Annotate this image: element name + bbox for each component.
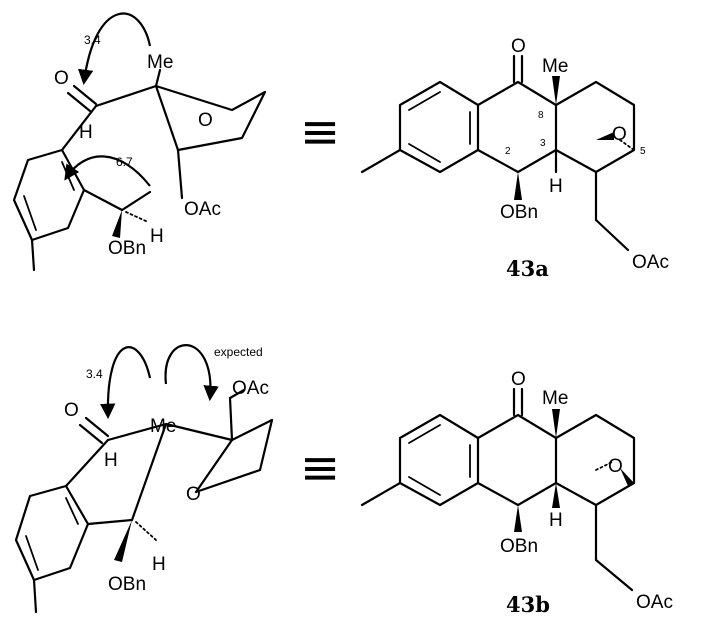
ketone-bond (72, 84, 98, 106)
aromatic-ring (14, 484, 90, 582)
ketone-oxygen: O (54, 68, 69, 89)
equivalence-symbol-top: ≡ (300, 104, 340, 160)
obn-label: OBn (108, 574, 146, 595)
obn-label: OBn (108, 238, 146, 259)
noe-arrow-expected (164, 344, 219, 402)
position-2: 2 (505, 146, 511, 157)
compound-label-43b: 43b (506, 592, 550, 617)
h-label: H (549, 510, 563, 531)
coupling-3-4-label: 3.4 (84, 33, 101, 47)
methyl-label: Me (542, 388, 568, 409)
bottom-left-conformer: 3.4 expected O H Me OAc O OBn H (14, 344, 274, 614)
top-left-conformer: 3.4 6.7 O H Me O OAc OBn H (12, 12, 267, 272)
epoxide-oxygen: O (186, 484, 201, 505)
oac-label: OAc (232, 378, 269, 399)
equivalence-symbol-bottom: ≡ (300, 440, 340, 496)
aryl-methyl (32, 578, 38, 614)
aryl-methyl (360, 148, 402, 174)
benzylic-h: H (152, 554, 166, 575)
oac-label: OAc (632, 252, 669, 273)
epoxide-oxygen: O (198, 110, 213, 131)
epoxide-oxygen: O (612, 124, 627, 145)
epoxide-oxygen: O (608, 456, 623, 477)
expected-label: expected (214, 345, 263, 359)
ketone-oxygen: O (511, 369, 526, 390)
position-8: 8 (538, 110, 544, 121)
h-label: H (549, 176, 563, 197)
methyl-label: Me (150, 416, 176, 437)
compound-label-43a: 43a (506, 256, 549, 281)
obn-label: OBn (500, 536, 538, 557)
oac-label: OAc (636, 592, 673, 613)
coupling-3-4-label: 3.4 (86, 367, 103, 381)
position-3: 3 (540, 138, 546, 149)
benzylic-h: H (150, 226, 164, 247)
obn-label: OBn (500, 202, 538, 223)
methyl-label: Me (147, 52, 173, 73)
oac-label: OAc (184, 199, 221, 220)
coupling-6-7-label: 6.7 (116, 155, 133, 169)
noe-arrow-3-4 (77, 12, 152, 86)
position-5: 5 (640, 146, 646, 157)
aryl-methyl (360, 481, 402, 507)
aromatic-ring (12, 148, 86, 242)
ketone-h: H (79, 122, 93, 143)
aryl-methyl (30, 238, 36, 272)
methyl-label: Me (542, 56, 568, 77)
compound-43b-structure: O Me O H OBn OAc 43b (360, 369, 673, 617)
noe-arrow-3-4 (100, 346, 152, 420)
compound-43a-structure: O Me 8 3 2 5 O H OBn OAc 43a (360, 36, 669, 281)
ketone-oxygen: O (64, 400, 79, 421)
ketone-oxygen: O (511, 36, 526, 57)
ketone-h: H (104, 450, 118, 471)
